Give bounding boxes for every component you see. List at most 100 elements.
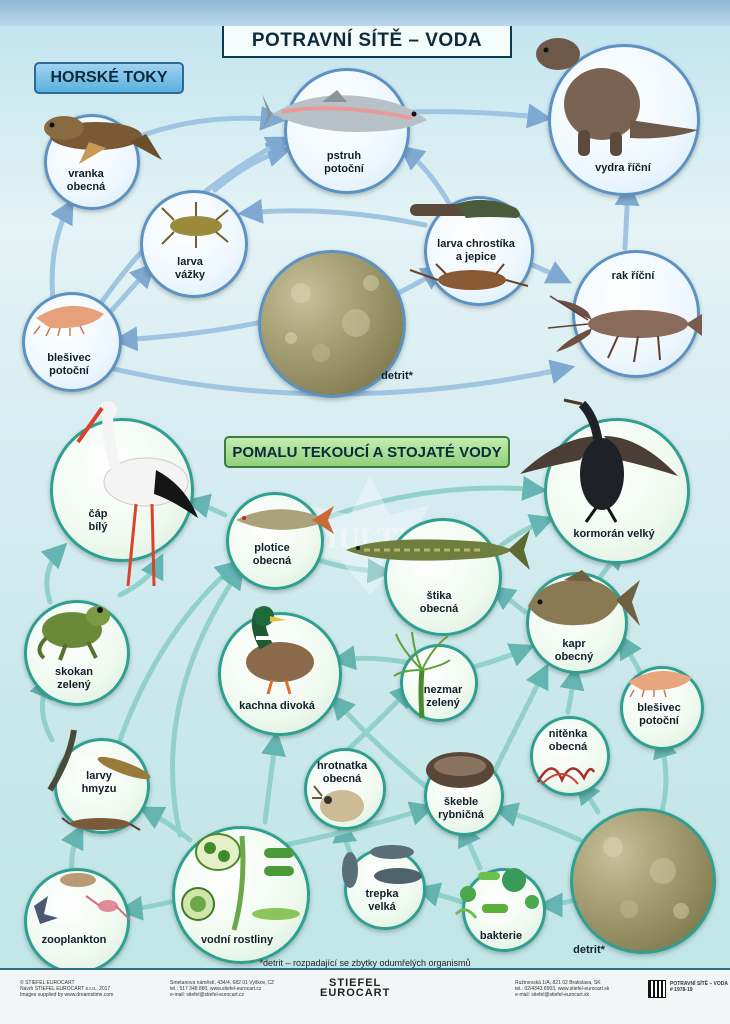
footer-address-cz-3: e-mail: stiefel@stiefel-eurocart.cz: [170, 992, 244, 998]
label-bakterie-line1: bakterie: [479, 930, 523, 942]
publisher-logo: STIEFEL EUROCART: [320, 978, 390, 999]
footer-address-sk-1: Ružinovská 1/A, 821 02 Bratislava, SK: [515, 980, 601, 986]
link-chrost-vazky: [237, 198, 428, 228]
label-larvy-hmyzu-line1: larvy: [86, 770, 112, 782]
pike-icon: [346, 530, 530, 570]
label-vranka: vranka obecná: [56, 168, 116, 194]
label-skeble-line2: rybničná: [438, 809, 484, 821]
label-plotice-line2: obecná: [252, 555, 292, 567]
label-bakterie: bakterie: [470, 930, 532, 943]
label-pstruh-line1: pstruh: [326, 150, 362, 162]
label-hrotnatka-line2: obecná: [322, 773, 362, 785]
label-vranka-line2: obecná: [66, 181, 106, 193]
footnote-detrit: *detrit – rozpadající se zbytky odumřelý…: [259, 958, 471, 968]
paramecium-icon: [342, 845, 422, 888]
label-detrit-b-line1: detrit*: [573, 944, 605, 956]
label-cap: čáp bílý: [78, 508, 118, 534]
link-skokan-cap: [40, 542, 68, 605]
label-blesivec-b-line2: potoční: [639, 715, 679, 727]
label-larva-chrostika-line2: a jepice: [455, 251, 497, 263]
section-label-slow-waters: POMALU TEKOUCÍ A STOJATÉ VODY: [224, 436, 510, 468]
label-stika: štika obecná: [406, 590, 472, 616]
label-kapr-line1: kapr: [562, 638, 586, 650]
label-stika-line1: štika: [426, 590, 452, 602]
label-plotice-line1: plotice: [254, 542, 290, 554]
label-blesivec-b-line1: blešivec: [637, 702, 681, 714]
link-nezmar-kachna: [330, 645, 408, 671]
label-zooplankton: zooplankton: [36, 934, 112, 947]
label-larvy-hmyzu-line2: hmyzu: [81, 783, 117, 795]
footer-address-sk-3: e-mail: stiefel@stiefel-eurocart.sk: [515, 992, 589, 998]
link-detrit-blesivec-b: [653, 732, 677, 821]
label-vydra: vydra říční: [582, 162, 664, 175]
link-plotice-cap: [184, 493, 228, 519]
label-nitenka-line1: nitěnka: [548, 728, 588, 740]
label-trepka-line2: velká: [368, 901, 396, 913]
link-rak-vydra: [614, 180, 640, 251]
label-cap-line2: bílý: [88, 521, 108, 533]
link-rostliny-skeble: [267, 801, 436, 851]
amphipod-icon: [33, 305, 104, 336]
label-vodni-rostliny: vodní rostliny: [188, 934, 286, 947]
amphipod-icon: [628, 670, 692, 698]
node-detrit-b: [570, 808, 716, 954]
cormorant-icon: [520, 398, 678, 523]
label-skokan: skokan zelený: [42, 666, 106, 692]
carp-icon: [528, 570, 640, 626]
label-blesivec-b: blešivec potoční: [628, 702, 690, 728]
label-kormoran-line1: kormorán velký: [573, 528, 655, 540]
label-pstruh: pstruh potoční: [312, 150, 376, 176]
caddisfly-larva-icon: [409, 199, 529, 290]
label-detrit-a: detrit*: [372, 370, 422, 383]
link-plotice-stika: [315, 557, 393, 584]
footer: © STIEFEL EUROCART Návrh STIEFEL EUROCAR…: [0, 968, 730, 1024]
link-cap-skokan-up: [117, 553, 164, 598]
insect-larvae-icon: [47, 729, 151, 831]
link-kapr-stika: [489, 585, 528, 615]
label-stika-line2: obecná: [419, 603, 459, 615]
tubifex-icon: [536, 767, 596, 785]
label-cap-line1: čáp: [88, 508, 108, 520]
footer-product-name: POTRAVNÍ SÍTĚ – VODA: [670, 981, 728, 987]
hydra-icon: [393, 631, 451, 719]
label-rak: rak říční: [598, 270, 668, 283]
label-larvy-hmyzu: larvy hmyzu: [74, 770, 124, 796]
label-rak-line1: rak říční: [611, 270, 655, 282]
mussel-icon: [426, 752, 494, 788]
label-larva-chrostika-line1: larva chrostíka: [437, 238, 515, 250]
top-bar: [0, 0, 730, 26]
bacteria-icon: [454, 868, 539, 919]
label-skeble: škeble rybničná: [432, 796, 490, 822]
section-label-mountain-streams: HORSKÉ TOKY: [34, 62, 184, 94]
link-plotice-kormoran: [317, 475, 548, 523]
label-kapr: kapr obecný: [546, 638, 602, 664]
node-blesivec-a: [22, 292, 122, 392]
label-vranka-line1: vranka: [68, 168, 104, 180]
label-nezmar-line2: zelený: [426, 697, 460, 709]
frog-icon: [37, 606, 110, 661]
label-blesivec-a-line1: blešivec: [47, 352, 91, 364]
label-detrit-b: detrit*: [564, 944, 614, 957]
node-larva-vazky: [140, 190, 248, 298]
link-skeble-kachna: [329, 694, 433, 793]
label-plotice: plotice obecná: [242, 542, 302, 568]
label-vodni-rostliny-line1: vodní rostliny: [200, 934, 274, 946]
link-nezmar-kapr: [467, 643, 535, 671]
node-bakterie: [462, 868, 546, 952]
link-skeble-kapr: [492, 663, 549, 773]
label-trepka-line1: trepka: [365, 888, 399, 900]
label-hrotnatka: hrotnatka obecná: [310, 760, 374, 786]
otter-icon: [536, 38, 698, 156]
label-kachna-line1: kachna divoká: [239, 700, 315, 712]
link-rostliny-kachna: [261, 730, 286, 825]
label-pstruh-line2: potoční: [324, 163, 364, 175]
label-nezmar-line1: nezmar: [423, 684, 463, 696]
label-larva-vazky-line2: vážky: [175, 269, 205, 281]
footer-copyright-3: Images supplied by www.dreamstime.com: [20, 992, 114, 998]
label-kachna: kachna divoká: [232, 700, 322, 713]
label-nitenka-line2: obecná: [548, 741, 588, 753]
qr-code-icon: [648, 980, 666, 998]
water-plants-icon: [181, 833, 300, 931]
footer-copyright-2: Návrh STIEFEL EUROCART s.r.o., 2017: [20, 986, 111, 992]
footer-product: POTRAVNÍ SÍTĚ – VODA # 1978-19: [670, 981, 728, 993]
